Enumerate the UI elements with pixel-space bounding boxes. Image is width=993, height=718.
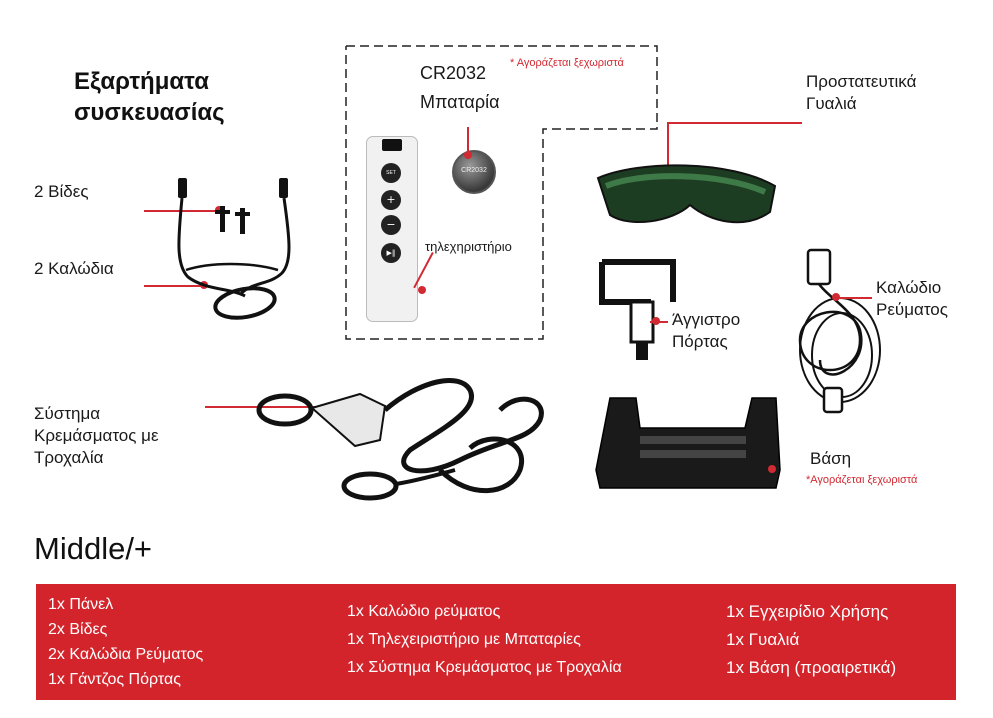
stand-separate-note: *Αγοράζεται ξεχωριστά <box>806 474 918 486</box>
glasses-label-line2: Γυαλιά <box>806 94 857 113</box>
remote-ir-window <box>382 139 402 151</box>
remote-leader-dot <box>418 286 426 294</box>
contents-column-3: 1x Εγχειρίδιο Χρήσης 1x Γυαλιά 1x Βάση (… <box>726 598 896 682</box>
contents-item: 1x Εγχειρίδιο Χρήσης <box>726 602 889 621</box>
contents-item: 2x Καλώδια Ρεύματος <box>48 646 204 663</box>
contents-box: 1x Πάνελ 2x Βίδες 2x Καλώδια Ρεύματος 1x… <box>36 584 956 700</box>
door-hook-label-line2: Πόρτας <box>672 332 728 351</box>
power-cable-label-line1: Καλώδιο <box>876 278 942 297</box>
power-cable-leader-dot <box>832 293 840 301</box>
glasses-label: Προστατευτικά Γυαλιά <box>806 71 916 115</box>
glasses-label-line1: Προστατευτικά <box>806 72 917 91</box>
remote-play-label: ▶‖ <box>386 249 396 257</box>
remote-minus-button: − <box>381 215 401 235</box>
pulley-label-line1: Σύστημα <box>34 404 101 423</box>
battery-leader <box>467 127 469 159</box>
remote-label: τηλεχηριστήριο <box>425 239 512 254</box>
stand-label: Βάση <box>810 449 852 468</box>
remote-plus-label: + <box>386 193 396 206</box>
section-title: Middle/+ <box>34 531 153 566</box>
remote-set-label: SET <box>386 170 396 176</box>
remote-play-pause-button: ▶‖ <box>381 243 401 263</box>
contents-item: 1x Γυαλιά <box>726 630 800 649</box>
battery-leader-dot <box>464 151 472 159</box>
battery-coin-text: CR2032 <box>461 167 487 174</box>
contents-item: 2x Βίδες <box>48 621 108 638</box>
power-cable-label-line2: Ρεύματος <box>876 300 948 319</box>
contents-column-2: 1x Καλώδιο ρεύματος 1x Τηλεχειριστήριο μ… <box>347 598 622 682</box>
cables-leader <box>144 285 206 287</box>
contents-item: 1x Βάση (προαιρετικά) <box>726 658 897 677</box>
contents-column-1: 1x Πάνελ 2x Βίδες 2x Καλώδια Ρεύματος 1x… <box>48 592 203 692</box>
pulley-label-line2: Κρεμάσματος με <box>34 426 159 445</box>
stand-leader-dot <box>768 465 776 473</box>
contents-item: 1x Γάντζος Πόρτας <box>48 671 181 688</box>
pulley-label: Σύστημα Κρεμάσματος με Τροχαλία <box>34 403 159 469</box>
remote-minus-label: − <box>386 218 396 231</box>
heading-line2: συσκευασίας <box>74 99 225 126</box>
contents-item: 1x Πάνελ <box>48 596 114 613</box>
contents-item: 1x Τηλεχειριστήριο με Μπαταρίες <box>347 631 581 648</box>
battery-coin: CR2032 <box>452 150 496 194</box>
door-hook-leader-dot <box>652 317 660 325</box>
battery-name: Μπαταρία <box>420 92 500 112</box>
door-hook-label-line1: Άγγιστρο <box>672 310 741 329</box>
remote-plus-button: + <box>381 190 401 210</box>
battery-model: CR2032 <box>420 63 487 83</box>
power-cable-label: Καλώδιο Ρεύματος <box>876 277 948 321</box>
accessories-heading: Εξαρτήματα συσκευασίας <box>74 66 225 128</box>
glasses-leader <box>668 122 802 124</box>
power-cable-leader <box>834 297 872 299</box>
remote-control: SET + − ▶‖ <box>366 136 418 322</box>
contents-item: 1x Σύστημα Κρεμάσματος με Τροχαλία <box>347 659 622 676</box>
pulley-label-line3: Τροχαλία <box>34 448 104 467</box>
contents-item: 1x Καλώδιο ρεύματος <box>347 603 501 620</box>
door-hook-label: Άγγιστρο Πόρτας <box>672 309 740 353</box>
battery-separate-note: * Αγοράζεται ξεχωριστά <box>510 57 624 69</box>
pulley-leader <box>205 406 345 408</box>
remote-set-button: SET <box>381 163 401 183</box>
screws-label: 2 Βίδες <box>34 182 89 201</box>
heading-line1: Εξαρτήματα <box>74 68 209 95</box>
glasses-leader-vertical <box>667 122 669 170</box>
cables-label: 2 Καλώδια <box>34 259 114 278</box>
